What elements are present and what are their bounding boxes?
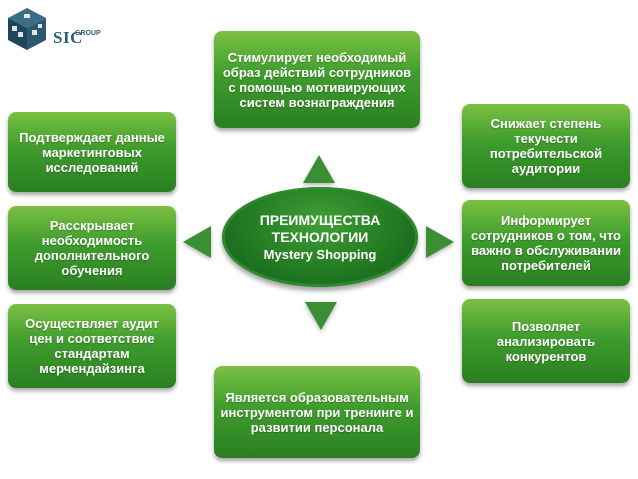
benefit-box-bottom: Является образовательным инструментом пр…	[214, 366, 420, 458]
logo-text: SIC	[53, 28, 83, 47]
central-ellipse: ПРЕИМУЩЕСТВА ТЕХНОЛОГИИ Mystery Shopping	[222, 187, 418, 287]
benefit-box-left-1: Подтверждает данные маркетинговых исслед…	[8, 112, 176, 192]
benefit-box-left-2: Расскрывает необходимость дополнительног…	[8, 206, 176, 290]
arrow-right-icon	[426, 226, 454, 258]
arrow-down-icon	[305, 302, 337, 330]
logo-subtext: GROUP	[75, 30, 101, 37]
center-title-line-2: ТЕХНОЛОГИИ	[271, 228, 369, 245]
center-title-line-3: Mystery Shopping	[263, 246, 377, 262]
center-title-line-1: ПРЕИМУЩЕСТВА	[259, 211, 381, 228]
benefit-box-right-3: Позволяет анализировать конкурентов	[462, 299, 630, 383]
sic-cube-logo-icon	[8, 8, 46, 50]
arrow-up-icon	[303, 155, 335, 183]
benefit-box-top: Стимулирует необходимый образ действий с…	[214, 31, 420, 128]
arrow-left-icon	[183, 226, 211, 258]
benefit-box-right-1: Снижает степень текучести потребительско…	[462, 104, 630, 188]
benefit-box-left-3: Осуществляет аудит цен и соответствие ст…	[8, 304, 176, 388]
company-logo: SIC GROUP	[4, 6, 124, 54]
benefit-box-right-2: Информирует сотрудников о том, что важно…	[462, 200, 630, 286]
